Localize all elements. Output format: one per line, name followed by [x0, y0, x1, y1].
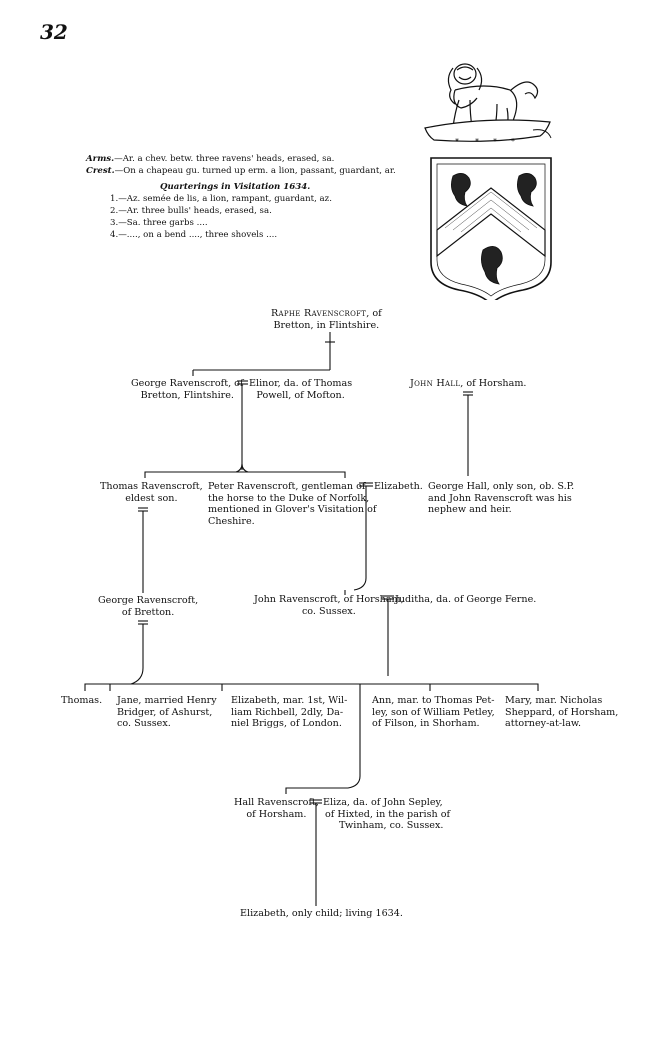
person-george-hall: George Hall, only son, ob. S.P. and John…: [428, 481, 575, 515]
person-mary-sheppard: Mary, mar. Nicholas Sheppard, of Horsham…: [505, 695, 619, 729]
page-number: 32: [40, 20, 68, 44]
person-george-ravenscroft-1: George Ravenscroft, of Bretton, Flintshi…: [131, 378, 244, 401]
person-john-ravenscroft: John Ravenscroft, of Horsham, co. Sussex…: [254, 594, 404, 617]
arms-line: Arms.—Ar. a chev. betw. three ravens' he…: [86, 154, 335, 164]
crest-line: Crest.—On a chapeau gu. turned up erm. a…: [86, 166, 396, 176]
person-ann-petley: Ann, mar. to Thomas Pet- ley, son of Wil…: [372, 695, 495, 729]
person-john-hall: John Hall, of Horsham.: [410, 378, 527, 389]
person-raphe-ravenscroft: Raphe Ravenscroft, of Bretton, in Flints…: [271, 308, 382, 331]
person-jane: Jane, married Henry Bridger, of Ashurst,…: [117, 695, 217, 729]
raphe-place: Bretton, in Flintshire.: [273, 319, 380, 331]
person-george-ravenscroft-bretton: George Ravenscroft, of Bretton.: [98, 595, 199, 618]
coat-of-arms-illustration: * * * *: [424, 63, 552, 300]
quarterings-title: Quarterings in Visitation 1634.: [160, 182, 311, 192]
svg-text:*: *: [475, 137, 479, 146]
quartering-2: 2.—Ar. three bulls' heads, erased, sa.: [110, 206, 272, 216]
quartering-4: 4.—...., on a bend ...., three shovels .…: [110, 230, 278, 240]
heraldry-block: Arms.—Ar. a chev. betw. three ravens' he…: [86, 153, 396, 241]
quartering-1: 1.—Az. semée de lis, a lion, rampant, gu…: [110, 194, 332, 204]
raphe-name: Raphe Ravenscroft: [271, 308, 367, 319]
person-elinor-powell: Elinor, da. of Thomas Powell, of Mofton.: [249, 378, 353, 401]
person-eliza-sepley: Eliza, da. of John Sepley, of Hixted, in…: [323, 797, 451, 831]
quartering-3: 3.—Sa. three garbs ....: [110, 218, 208, 228]
svg-text:*: *: [455, 137, 459, 146]
chevron-icon: [436, 187, 546, 258]
person-hall-ravenscroft: Hall Ravenscroft, of Horsham.: [234, 797, 319, 820]
raven-head-icons: [451, 173, 537, 285]
person-peter-ravenscroft: Peter Ravenscroft, gentleman of the hors…: [208, 481, 377, 527]
svg-text:*: *: [493, 137, 497, 146]
person-juditha-ferne: Juditha, da. of George Ferne.: [395, 594, 537, 605]
svg-text:*: *: [511, 137, 515, 146]
person-thomas: Thomas.: [61, 695, 103, 706]
person-thomas-ravenscroft-eldest: Thomas Ravenscroft, eldest son.: [100, 481, 203, 504]
person-elizabeth-hall: Elizabeth.: [374, 481, 423, 492]
person-elizabeth-richbell: Elizabeth, mar. 1st, Wil- liam Richbell,…: [231, 695, 348, 729]
chapeau-icon: [424, 119, 551, 142]
person-elizabeth-only-child: Elizabeth, only child; living 1634.: [240, 908, 403, 919]
